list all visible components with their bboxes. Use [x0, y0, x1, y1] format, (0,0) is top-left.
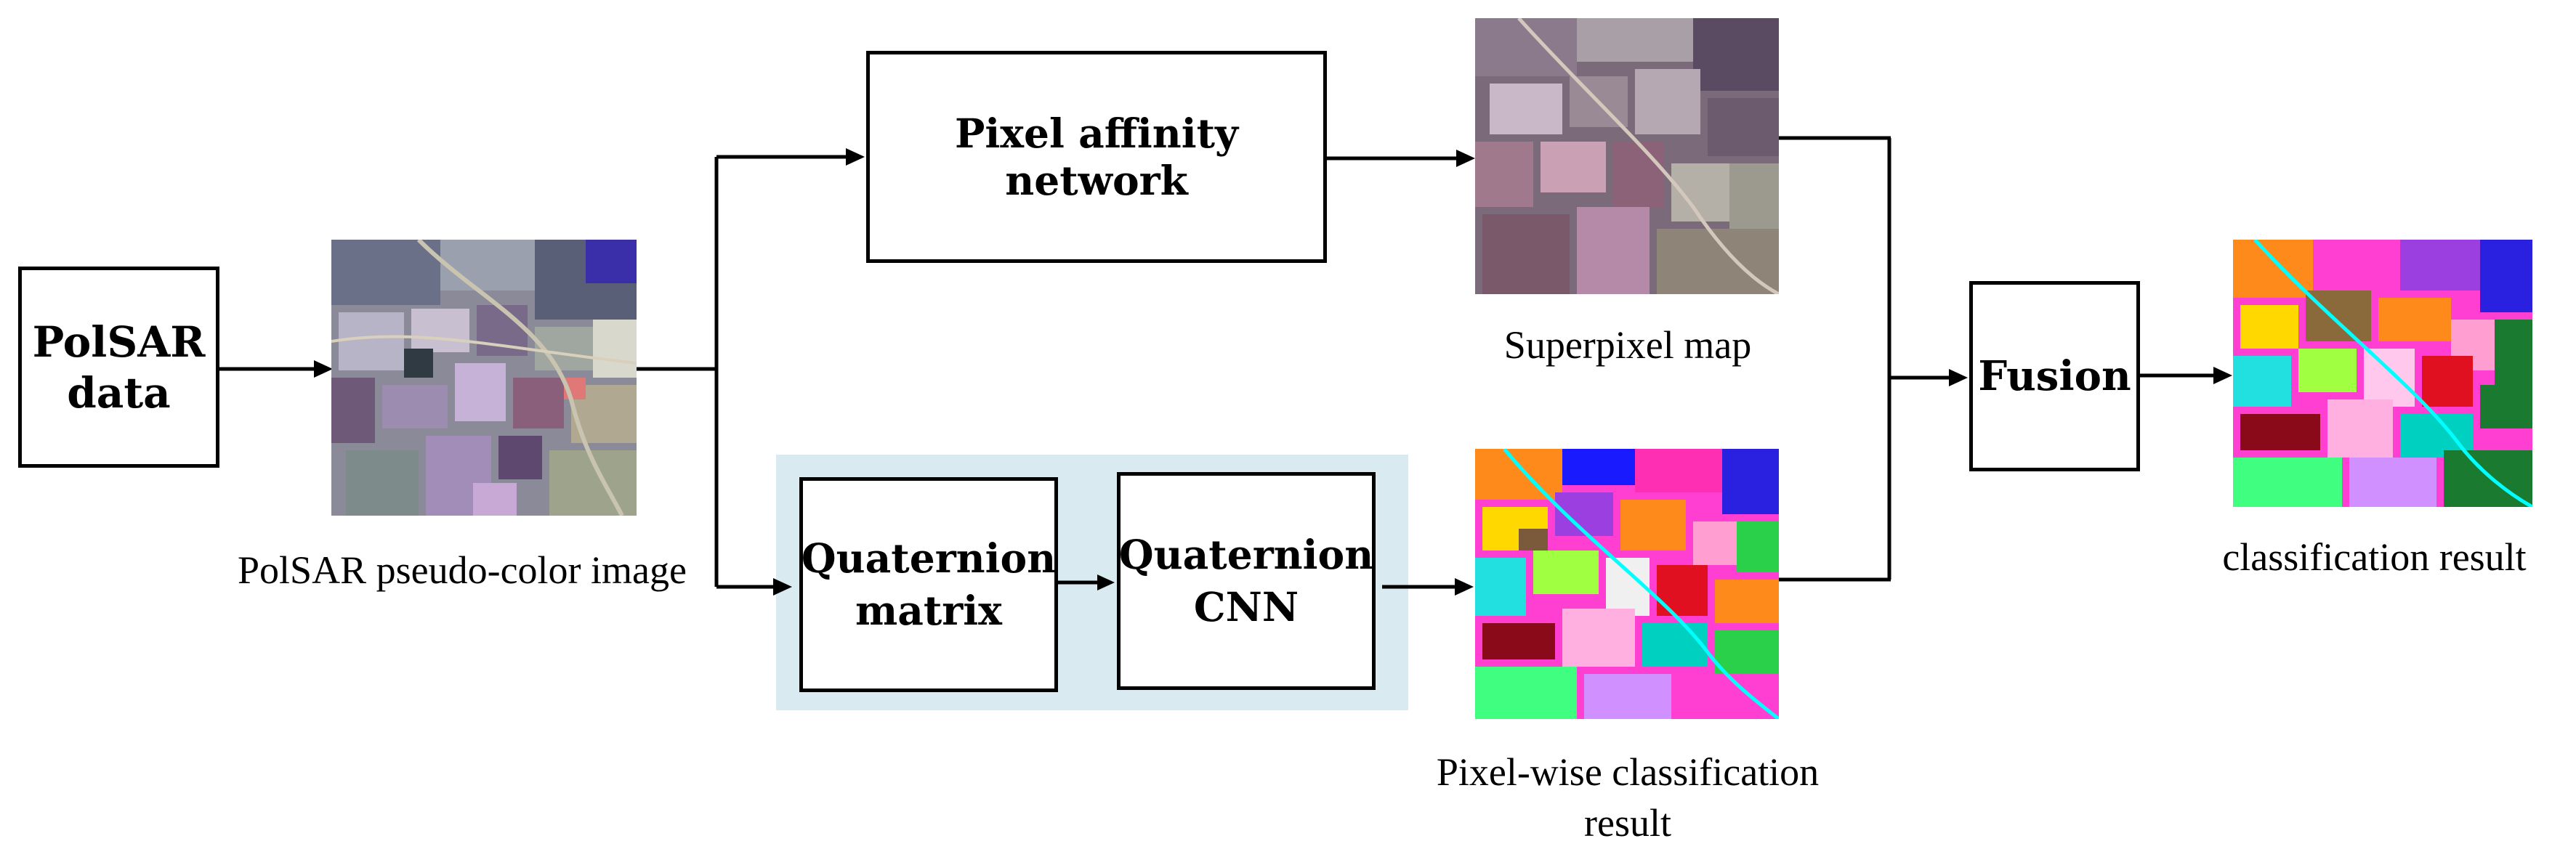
superpixel-map-caption: Superpixel map	[1503, 323, 1752, 367]
quaternion-matrix-label: Quaternion matrix	[801, 535, 1057, 634]
classification-result-caption: classification result	[2222, 535, 2527, 579]
pixel-wise-classification-image	[1475, 449, 1779, 719]
quaternion-cnn-box: Quaternion CNN	[1117, 472, 1376, 690]
quaternion-matrix-box: Quaternion matrix	[799, 477, 1058, 692]
polsar-data-label: PolSAR data	[32, 317, 206, 418]
superpixel-map-image	[1475, 18, 1779, 294]
polsar-data-box: PolSAR data	[18, 267, 219, 468]
final-classification-image	[2233, 240, 2532, 507]
quaternion-cnn-label: Quaternion CNN	[1118, 531, 1374, 630]
fusion-box: Fusion	[1969, 281, 2140, 471]
pixel-affinity-network-label: Pixel affinity network	[955, 110, 1238, 204]
pseudo-color-caption: PolSAR pseudo-color image	[238, 548, 687, 592]
polsar-pseudo-color-image	[331, 240, 637, 516]
pixel-wise-caption: Pixel-wise classification result	[1436, 750, 1820, 845]
pixel-affinity-network-box: Pixel affinity network	[866, 51, 1327, 263]
fusion-label: Fusion	[1978, 352, 2131, 400]
